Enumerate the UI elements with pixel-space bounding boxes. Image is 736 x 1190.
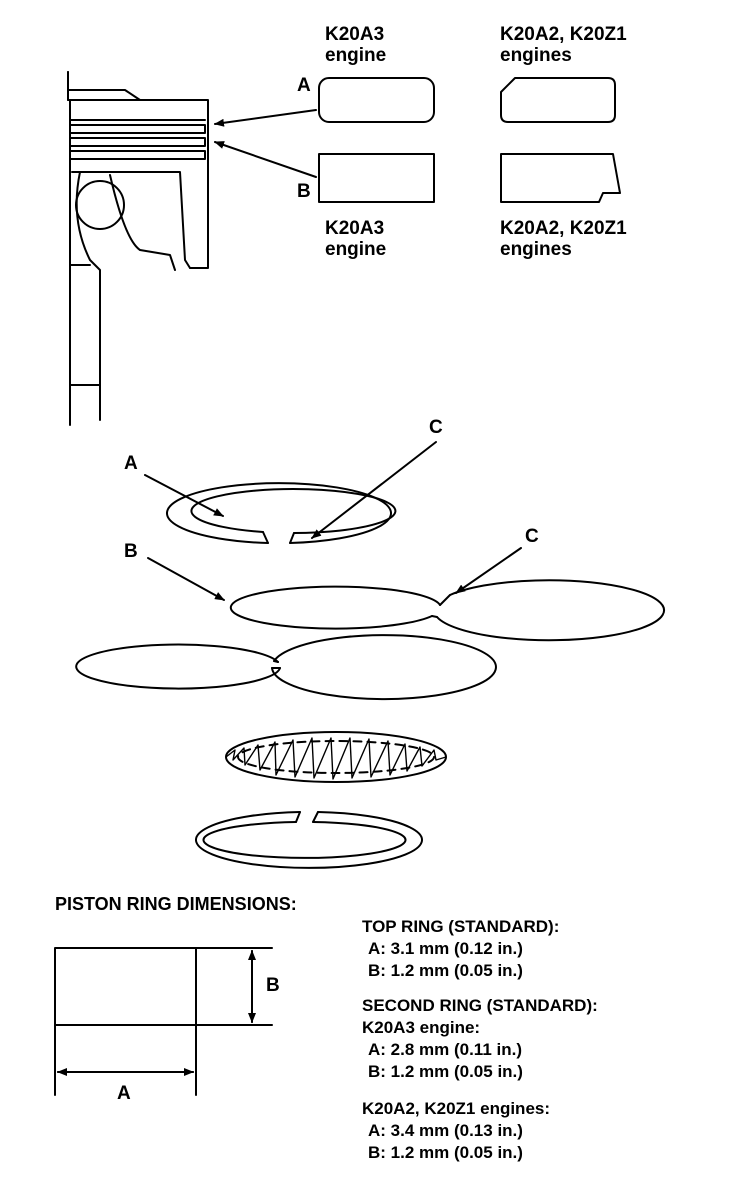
callout-upper-a: A xyxy=(297,75,311,96)
label-k20a3-bottom: K20A3 engine xyxy=(325,218,386,260)
k20a3-b: B: 1.2 mm (0.05 in.) xyxy=(368,1062,523,1081)
callout-ring-b: B xyxy=(124,541,138,562)
k20a3-heading: K20A3 engine: xyxy=(362,1018,481,1037)
label-k20a2-bottom-line2: engines xyxy=(500,239,572,260)
ring-profile-a-k20a2 xyxy=(500,77,616,123)
top-ring-heading: TOP RING (STANDARD): xyxy=(362,917,560,936)
second-ring-heading: SECOND RING (STANDARD): xyxy=(362,996,598,1015)
arrow-ring-a xyxy=(144,474,224,517)
dimension-box-drawing xyxy=(54,947,273,1096)
top-ring-drawing xyxy=(166,482,397,544)
k20a3-a: A: 2.8 mm (0.11 in.) xyxy=(368,1040,522,1059)
label-k20a2-top: K20A2, K20Z1 engines xyxy=(500,24,627,66)
label-k20a3-top-line1: K20A3 xyxy=(325,24,385,45)
k20a2-heading: K20A2, K20Z1 engines: xyxy=(362,1099,551,1118)
callout-ring-c2: C xyxy=(525,526,539,547)
arrow-ring-b xyxy=(147,557,225,601)
ring-profile-b-k20a3 xyxy=(318,153,435,203)
callout-dim-b: B xyxy=(266,975,280,996)
arrow-ring-c2 xyxy=(455,547,522,594)
label-k20a2-bottom-line1: K20A2, K20Z1 xyxy=(500,218,627,239)
label-k20a3-top: K20A3 engine xyxy=(325,24,386,66)
oil-spacer-drawing xyxy=(225,731,447,783)
callout-ring-c1: C xyxy=(429,417,443,438)
arrow-a-to-groove xyxy=(214,109,317,127)
dimensions-heading: PISTON RING DIMENSIONS: xyxy=(55,894,297,914)
label-k20a2-top-line1: K20A2, K20Z1 xyxy=(500,24,627,45)
ring-profile-b-k20a2 xyxy=(500,153,621,203)
arrow-ring-c1 xyxy=(311,441,437,539)
label-k20a2-top-line2: engines xyxy=(500,45,572,66)
k20a2-b: B: 1.2 mm (0.05 in.) xyxy=(368,1143,523,1162)
top-ring-a: A: 3.1 mm (0.12 in.) xyxy=(368,939,523,958)
label-k20a3-top-line2: engine xyxy=(325,45,387,66)
third-ring-drawing xyxy=(75,634,497,701)
top-ring-b: B: 1.2 mm (0.05 in.) xyxy=(368,961,523,980)
callout-ring-a: A xyxy=(124,453,138,474)
callout-upper-b: B xyxy=(297,181,311,202)
piston-section-drawing xyxy=(67,71,209,426)
callout-dim-a: A xyxy=(117,1083,131,1104)
second-ring-drawing xyxy=(229,579,666,642)
ring-profile-a-k20a3 xyxy=(318,77,435,123)
arrow-b-to-groove xyxy=(214,141,317,178)
label-k20a2-bottom: K20A2, K20Z1 engines xyxy=(500,218,627,260)
label-k20a3-bottom-line2: engine xyxy=(325,239,387,260)
label-k20a3-bottom-line1: K20A3 xyxy=(325,218,385,239)
k20a2-a: A: 3.4 mm (0.13 in.) xyxy=(368,1121,523,1140)
bottom-ring-drawing xyxy=(195,811,423,869)
